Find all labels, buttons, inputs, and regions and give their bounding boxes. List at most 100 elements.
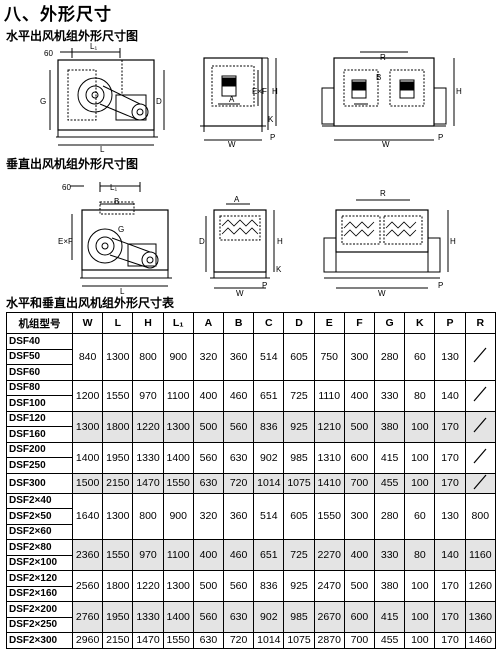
value-cell: 1470 (132, 472, 164, 494)
value-cell: 2150 (102, 632, 134, 649)
value-cell: 1310 (313, 441, 345, 474)
dim-h-v-label: H (277, 237, 283, 246)
value-cell: 1300 (102, 492, 134, 540)
value-cell: 840 (71, 333, 104, 381)
dim-a-v-label: A (234, 195, 240, 204)
dim-h-label: H (272, 87, 278, 96)
model-cell: DSF2×300 (6, 632, 73, 649)
table-header-cell: G (374, 312, 406, 334)
value-cell: 902 (253, 601, 285, 633)
table-header-cell: 机组型号 (6, 312, 73, 334)
value-cell: 80 (404, 539, 436, 571)
dim-60-v-label: 60 (62, 183, 71, 192)
value-cell: 1300 (71, 410, 104, 443)
value-cell: 300 (343, 333, 376, 381)
model-cell: DSF2×100 (6, 554, 73, 571)
value-cell: 836 (253, 570, 285, 602)
value-cell: 330 (374, 539, 406, 571)
model-cell: DSF200 (6, 441, 73, 458)
dim-w2-label: W (382, 140, 390, 149)
value-cell: 560 (223, 410, 255, 443)
value-cell: 400 (343, 379, 376, 412)
value-cell: 1075 (283, 632, 315, 649)
value-cell: 630 (192, 472, 225, 494)
model-cell: DSF2×120 (6, 570, 73, 587)
value-cell: 100 (404, 632, 436, 649)
model-cell: DSF60 (6, 364, 73, 381)
value-cell: 360 (223, 333, 255, 381)
value-cell: 1400 (71, 441, 104, 474)
value-cell-r: 1360 (464, 601, 497, 633)
dim-w-v2-label: W (378, 289, 386, 298)
value-cell: 1500 (71, 472, 104, 494)
model-cell: DSF2×40 (6, 492, 73, 509)
value-cell: 560 (223, 570, 255, 602)
value-cell: 925 (283, 570, 315, 602)
dim-d-label: D (156, 97, 162, 106)
model-cell: DSF2×80 (6, 539, 73, 556)
model-cell: DSF2×60 (6, 523, 73, 540)
value-cell: 1640 (71, 492, 104, 540)
value-cell: 2960 (71, 632, 104, 649)
section-title-horizontal: 水平出风机组外形尺寸图 (6, 29, 139, 43)
value-cell: 1110 (313, 379, 345, 412)
value-cell: 2360 (71, 539, 104, 571)
value-cell: 280 (374, 333, 406, 381)
model-cell: DSF250 (6, 457, 73, 474)
value-cell: 514 (253, 333, 285, 381)
value-cell: 170 (434, 472, 466, 494)
model-cell: DSF2×200 (6, 601, 73, 618)
value-cell: 1550 (162, 472, 194, 494)
value-cell: 1950 (102, 441, 134, 474)
table-header-cell: H (132, 312, 164, 334)
value-cell: 1550 (102, 539, 134, 571)
value-cell: 1950 (102, 601, 134, 633)
value-cell: 651 (253, 379, 285, 412)
value-cell: 2150 (102, 472, 134, 494)
dim-b-label: B (376, 73, 381, 82)
value-cell: 320 (192, 492, 225, 540)
value-cell: 280 (374, 492, 406, 540)
dim-h-v2-label: H (450, 237, 456, 246)
value-cell: 170 (434, 632, 466, 649)
table-header-cell: K (404, 312, 436, 334)
value-cell-r: 1160 (464, 539, 497, 571)
value-cell: 1400 (162, 441, 194, 474)
value-cell: 600 (343, 601, 376, 633)
value-cell: 80 (404, 379, 436, 412)
value-cell: 605 (283, 333, 315, 381)
value-cell: 800 (132, 492, 164, 540)
value-cell: 1014 (253, 632, 285, 649)
value-cell: 2470 (313, 570, 345, 602)
dim-g-label: G (40, 97, 46, 106)
page-title: 八、外形尺寸 (4, 5, 112, 25)
value-cell: 1210 (313, 410, 345, 443)
dim-l-v-label: L (120, 287, 125, 296)
dim-p2-label: P (438, 133, 443, 142)
value-cell: 750 (313, 333, 345, 381)
value-cell: 925 (283, 410, 315, 443)
value-cell: 500 (192, 410, 225, 443)
section-title-vertical: 垂直出风机组外形尺寸图 (6, 157, 139, 171)
value-cell: 1410 (313, 472, 345, 494)
value-cell: 455 (374, 632, 406, 649)
value-cell: 100 (404, 570, 436, 602)
value-cell: 130 (434, 492, 466, 540)
value-cell: 380 (374, 410, 406, 443)
value-cell: 725 (283, 539, 315, 571)
table-header-cell: D (283, 312, 315, 334)
value-cell: 1200 (71, 379, 104, 412)
value-cell: 100 (404, 410, 436, 443)
value-cell: 170 (434, 570, 466, 602)
value-cell: 1100 (162, 539, 194, 571)
value-cell: 700 (343, 632, 376, 649)
vertical-front-view (205, 203, 275, 289)
value-cell: 400 (192, 539, 225, 571)
value-cell: 60 (404, 492, 436, 540)
horizontal-side-view (49, 48, 165, 146)
